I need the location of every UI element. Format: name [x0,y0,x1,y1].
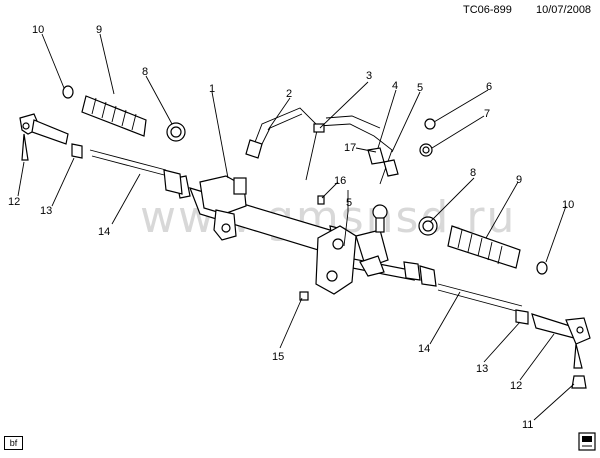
callout-14-left: 14 [98,226,110,238]
right-tie-rod-assembly [418,216,591,389]
callout-8-left: 8 [142,66,148,78]
leader-lines [17,33,575,421]
hydraulic-lines [245,107,399,185]
callout-17: 17 [344,142,356,154]
callout-2: 2 [286,88,292,100]
callout-7: 7 [484,108,490,120]
callout-5-mid: 5 [346,197,352,209]
corner-tag: bf [4,436,23,450]
callout-10-left: 10 [32,24,44,36]
callout-13-left: 13 [40,205,52,217]
callout-16: 16 [334,175,346,187]
diagram-code: TC06-899 [463,4,512,16]
pinion-valve-assembly [315,204,389,295]
callout-6: 6 [486,81,492,93]
callout-3: 3 [366,70,372,82]
callout-15: 15 [272,351,284,363]
callout-9-left: 9 [96,24,102,36]
callout-8-right: 8 [470,167,476,179]
callout-11: 11 [522,419,533,431]
callout-4: 4 [392,80,398,92]
callout-9-right: 9 [516,174,522,186]
seals-and-fasteners [299,118,436,301]
callout-10-right: 10 [562,199,574,211]
callout-12-left: 12 [8,196,20,208]
callout-13-right: 13 [476,363,488,375]
callout-5-top: 5 [417,82,423,94]
callout-12-right: 12 [510,380,522,392]
gm-logo [578,432,596,451]
callout-14-right: 14 [418,343,430,355]
left-tie-rod-assembly [19,85,186,195]
callout-1: 1 [209,83,215,95]
diagram-date: 10/07/2008 [536,4,591,16]
callout-labels: 10 9 8 1 2 3 4 5 6 7 17 16 5 8 9 10 12 1… [8,24,574,431]
